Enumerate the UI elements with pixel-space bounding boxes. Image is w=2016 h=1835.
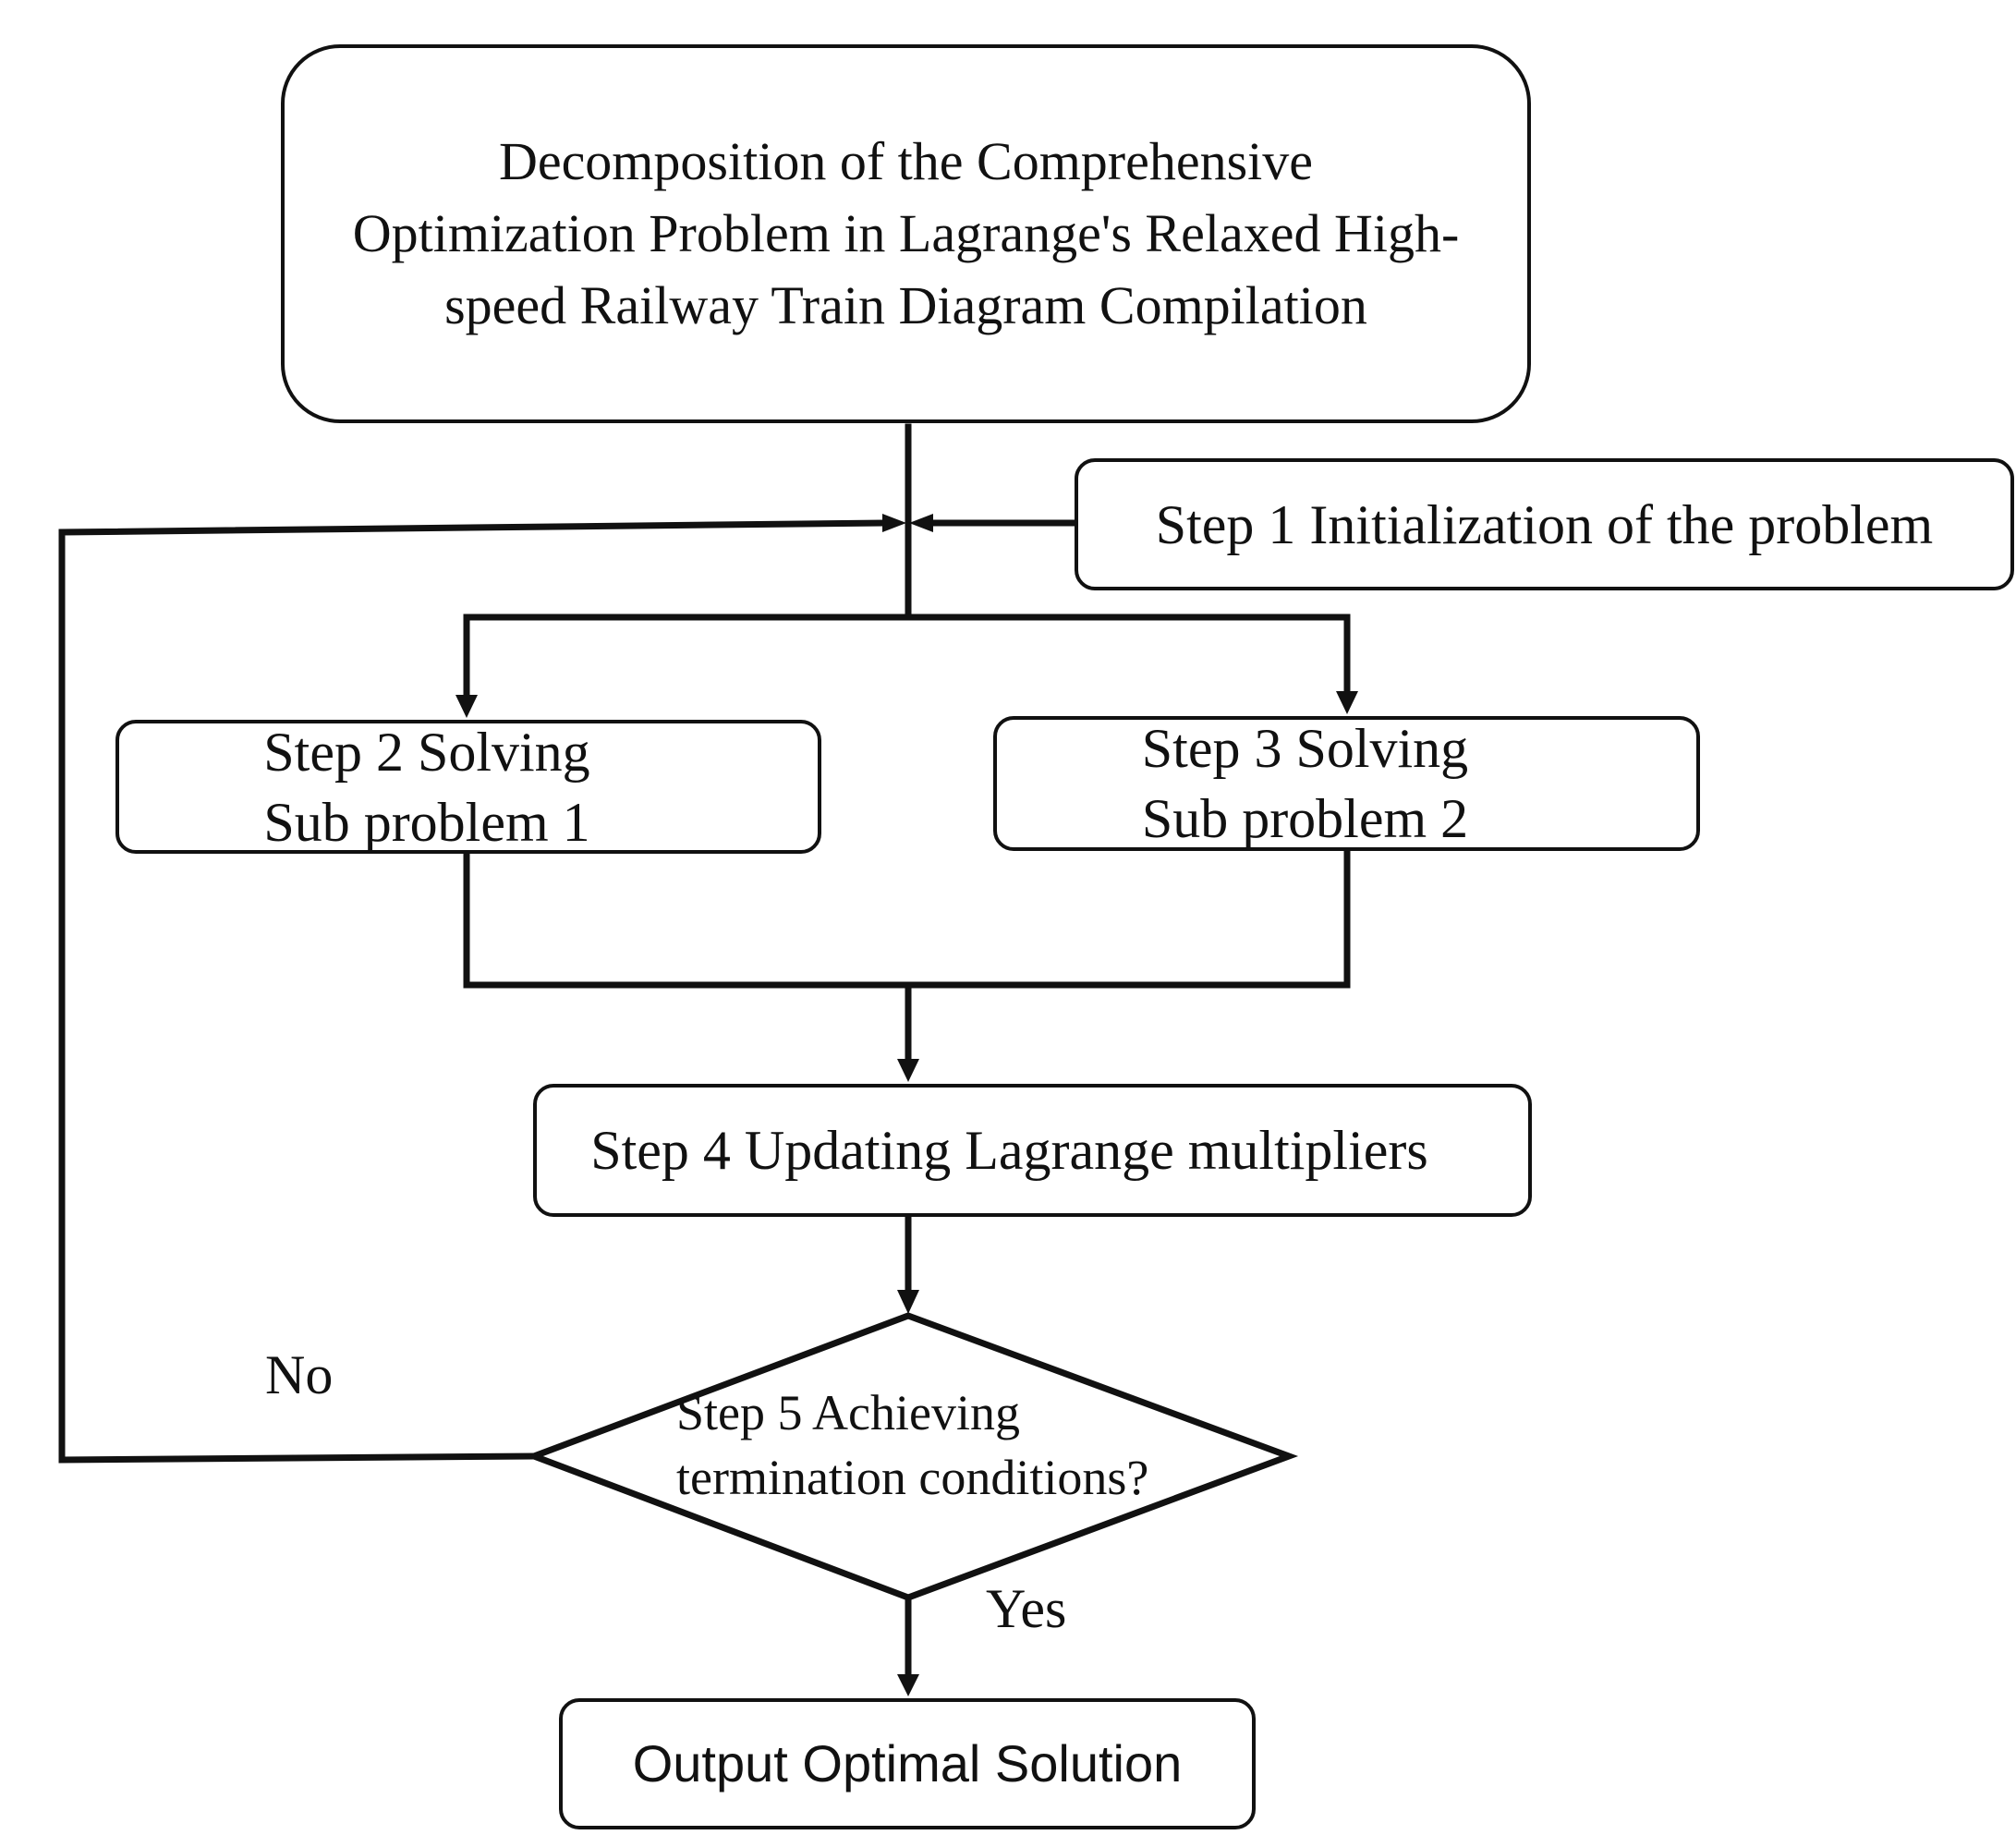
merge-line [463,847,1351,989]
step5-decision-label: Step 5 Achieving termination conditions? [676,1385,1149,1505]
arrowhead-step1-feed [909,514,933,532]
output-node: Output Optimal Solution [559,1698,1256,1829]
yes-edge-label: Yes [986,1578,1067,1639]
arrowhead-output [897,1674,919,1696]
step3-node: Step 3 Solving Sub problem 2 [993,716,1700,851]
arrowhead-step3 [1336,691,1358,714]
step3-node-label: Step 3 Solving Sub problem 2 [1141,718,1469,849]
output-node-label: Output Optimal Solution [632,1734,1183,1792]
step1-node-label: Step 1 Initialization of the problem [1155,493,1934,555]
arrowhead-step4 [897,1059,919,1082]
step1-node: Step 1 Initialization of the problem [1075,458,2014,590]
step2-node-label: Step 2 Solving Sub problem 1 [263,721,590,853]
arrowhead-no-loop [882,514,906,532]
arrowhead-decision [897,1290,919,1314]
decision-diamond [525,1312,1299,1601]
arrowhead-step2 [455,695,478,718]
step4-node-label: Step 4 Updating Lagrange multipliers [590,1120,1428,1181]
decomposition-node: Decomposition of the Comprehensive Optim… [281,44,1531,423]
no-edge-label: No [265,1344,334,1405]
step4-node: Step 4 Updating Lagrange multipliers [533,1084,1532,1217]
decomposition-node-label: Decomposition of the Comprehensive Optim… [352,131,1460,335]
no-loop-line [58,519,886,1464]
step2-node: Step 2 Solving Sub problem 1 [115,720,821,854]
